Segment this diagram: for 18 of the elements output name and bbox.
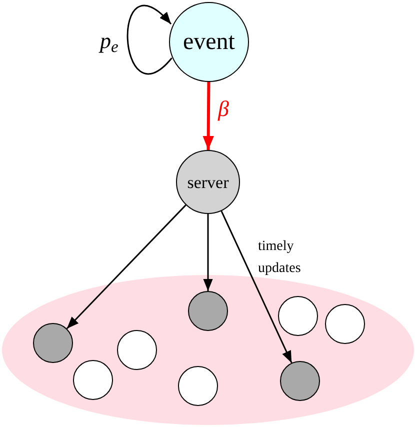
circle xyxy=(73,360,113,400)
circle xyxy=(33,323,73,363)
node-label: server xyxy=(187,174,229,190)
arrow xyxy=(202,82,214,150)
edge-label: timely updates xyxy=(258,238,302,278)
circle xyxy=(325,304,365,344)
circle xyxy=(178,366,218,406)
circle xyxy=(188,291,228,331)
node-label: event xyxy=(183,30,235,54)
edge-label: β xyxy=(218,95,229,123)
arrow xyxy=(126,5,172,75)
circle xyxy=(280,361,320,401)
circle xyxy=(117,330,157,370)
edge-label: p$_{e}$ xyxy=(100,27,118,57)
arrow xyxy=(66,204,186,330)
arrow xyxy=(203,214,213,291)
circle xyxy=(278,296,318,336)
arrow xyxy=(220,210,292,364)
